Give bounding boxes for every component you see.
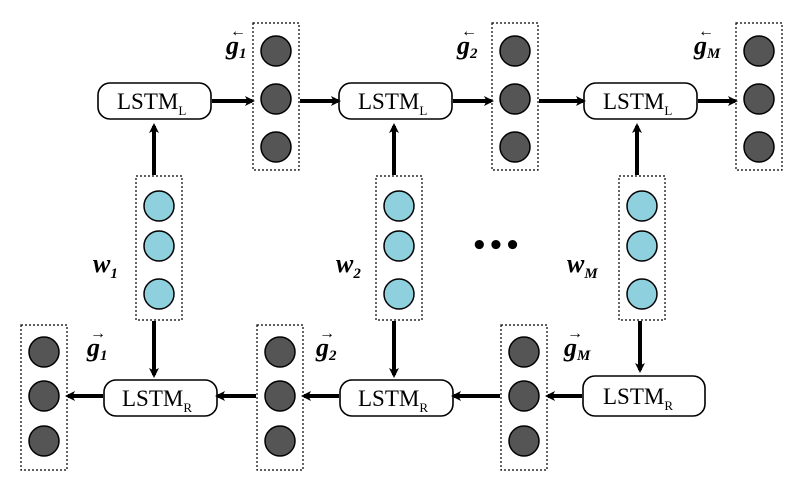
left-state-arrow-2: ← bbox=[461, 23, 477, 40]
lstm-right-sub: R bbox=[183, 400, 192, 415]
svg-text:LSTML: LSTML bbox=[603, 89, 672, 118]
lstm-right-sub: R bbox=[419, 400, 428, 415]
lstm-left-box-3: LSTML bbox=[583, 82, 698, 120]
lstm-right-sub: R bbox=[664, 398, 673, 413]
right-state-arrow-1: → bbox=[90, 325, 106, 342]
left-state-vector-2 bbox=[491, 22, 539, 171]
left-state-vector-3 bbox=[735, 22, 783, 171]
svg-text:LSTML: LSTML bbox=[358, 89, 427, 118]
lstm-left-sub: L bbox=[419, 103, 427, 118]
word-label-3: wM bbox=[567, 249, 598, 282]
lstm-left-label: LSTM bbox=[358, 89, 419, 114]
lstm-left-sub: L bbox=[664, 103, 672, 118]
lstm-right-label: LSTM bbox=[122, 386, 183, 411]
left-state-label-2: g2 bbox=[456, 31, 478, 62]
svg-text:LSTML: LSTML bbox=[117, 89, 186, 118]
lstm-left-sub: L bbox=[178, 103, 186, 118]
svg-text:LSTMR: LSTMR bbox=[122, 386, 192, 415]
left-state-label-3: gM bbox=[693, 31, 721, 62]
right-state-arrow-2: → bbox=[319, 325, 335, 342]
lstm-right-label: LSTM bbox=[358, 386, 419, 411]
lstm-right-row: LSTMR LSTMR LSTMR g bbox=[20, 324, 706, 471]
svg-text:LSTMR: LSTMR bbox=[603, 384, 673, 413]
right-state-vector-1 bbox=[20, 324, 68, 471]
lstm-right-box-3: LSTMR bbox=[582, 375, 706, 417]
word-vector-1 bbox=[135, 175, 183, 321]
right-state-vector-2 bbox=[256, 324, 304, 471]
lstm-left-label: LSTM bbox=[603, 89, 664, 114]
right-state-arrow-3: → bbox=[567, 325, 583, 342]
word-label-1: w1 bbox=[93, 249, 118, 282]
left-state-arrow-1: ← bbox=[230, 23, 246, 40]
right-state-label-3: gM bbox=[563, 333, 591, 364]
word-vector-2 bbox=[375, 175, 423, 321]
lstm-right-box-2: LSTMR bbox=[339, 379, 454, 417]
lstm-left-label: LSTM bbox=[117, 89, 178, 114]
word-label-2: w2 bbox=[336, 249, 361, 282]
left-state-arrow-3: ← bbox=[698, 23, 714, 40]
word-vector-3 bbox=[618, 175, 666, 321]
svg-text:LSTMR: LSTMR bbox=[358, 386, 428, 415]
lstm-right-box-1: LSTMR bbox=[103, 379, 218, 417]
word-vectors-row: w1 w2 wM ••• bbox=[93, 123, 666, 378]
lstm-left-row: LSTML LSTML LSTML g bbox=[97, 22, 783, 171]
left-state-vector-1 bbox=[252, 22, 300, 171]
lstm-right-label: LSTM bbox=[603, 384, 664, 409]
lstm-left-box-2: LSTML bbox=[338, 82, 453, 120]
lstm-left-box-1: LSTML bbox=[97, 82, 212, 120]
ellipsis: ••• bbox=[471, 231, 521, 261]
right-state-label-1: g1 bbox=[86, 333, 108, 364]
right-state-label-2: g2 bbox=[315, 333, 337, 364]
right-state-vector-3 bbox=[500, 324, 548, 471]
left-state-label-1: g1 bbox=[225, 31, 247, 62]
